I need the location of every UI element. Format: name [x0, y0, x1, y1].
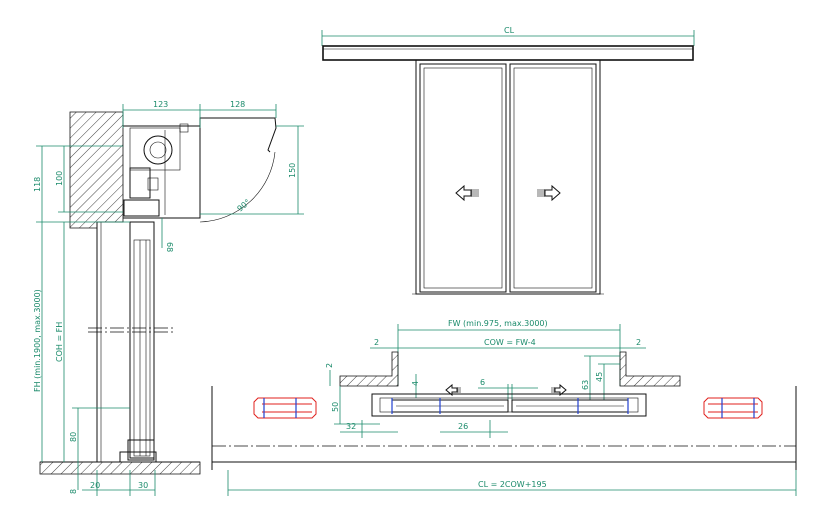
right-wall-plan [619, 351, 681, 387]
door-leaf-section [129, 221, 155, 459]
dim-cl-bottom: CL = 2COW+195 [478, 480, 547, 489]
dim-50: 50 [331, 402, 340, 412]
dim-cl-top: CL [504, 26, 515, 35]
dim-2-left: 2 [374, 338, 379, 347]
dim-128: 128 [230, 100, 245, 109]
side-section-view [39, 111, 277, 475]
dim-fh: FH (min.1900, max.3000) [33, 289, 42, 392]
cover-swing-arc [199, 151, 276, 223]
dim-68: 68 [165, 242, 174, 252]
floor-hatch [39, 461, 201, 475]
plan-track [371, 393, 647, 417]
dim-2-right: 2 [636, 338, 641, 347]
right-door-leaf [509, 63, 597, 293]
arrow-right-icon [537, 184, 561, 202]
dim-63: 63 [581, 380, 590, 390]
front-elevation-view: CL [321, 26, 695, 295]
door-frame [415, 59, 601, 295]
plan-arrow-right-icon [551, 383, 567, 397]
plan-arrow-left-icon [445, 383, 461, 397]
carriage [129, 167, 151, 199]
dim-30: 30 [138, 481, 148, 490]
dim-118: 118 [33, 177, 42, 192]
dim-80: 80 [69, 432, 78, 442]
dim-32: 32 [346, 422, 356, 431]
dim-fw: FW (min.975, max.3000) [448, 319, 548, 328]
dim-26: 26 [458, 422, 468, 431]
open-leaf-right [703, 397, 763, 419]
header-bar [322, 45, 694, 61]
wall-hatch [69, 111, 124, 229]
dim-2-vert: 2 [325, 363, 334, 368]
dim-4: 4 [411, 381, 420, 386]
dim-8: 8 [69, 489, 78, 494]
dim-coh: COH = FH [55, 322, 64, 362]
dim-150: 150 [288, 163, 297, 178]
dim-100: 100 [55, 171, 64, 186]
dim-6: 6 [480, 378, 485, 387]
left-door-leaf [419, 63, 507, 293]
dim-123: 123 [153, 100, 168, 109]
dim-cow: COW = FW-4 [484, 338, 536, 347]
dim-20: 20 [90, 481, 100, 490]
plan-section-view: FW (min.975, max.3000) COW = FW-4 2 2 2 … [211, 319, 797, 496]
open-leaf-left [253, 397, 317, 419]
drive-motor [143, 135, 173, 165]
arrow-left-icon [455, 184, 479, 202]
left-wall-plan [339, 351, 399, 387]
dim-angle-90: 90° [236, 198, 253, 214]
dim-45: 45 [595, 372, 604, 382]
